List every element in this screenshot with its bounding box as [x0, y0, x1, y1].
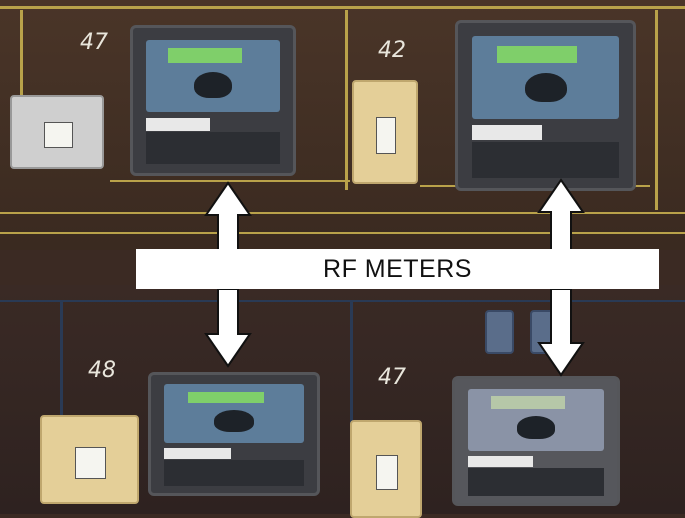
up-arrow-icon [204, 181, 252, 251]
meter-number: 42 [378, 38, 406, 63]
down-arrow-icon [204, 288, 252, 368]
circuit-breaker [10, 95, 104, 169]
rf-meter-bottom-right [452, 376, 620, 506]
down-arrow-icon [537, 288, 585, 377]
meter-number: 48 [88, 358, 116, 383]
circuit-breaker [352, 80, 418, 184]
meter-number: 47 [80, 30, 108, 55]
circuit-breaker [40, 415, 139, 504]
rf-meter-top-left [130, 25, 296, 176]
small-switch [485, 310, 514, 354]
rf-meter-bottom-left [148, 372, 320, 496]
up-arrow-icon [537, 178, 585, 251]
meter-number: 47 [378, 365, 406, 390]
rf-meters-label: RF METERS [136, 249, 659, 289]
rf-meter-top-right [455, 20, 636, 191]
